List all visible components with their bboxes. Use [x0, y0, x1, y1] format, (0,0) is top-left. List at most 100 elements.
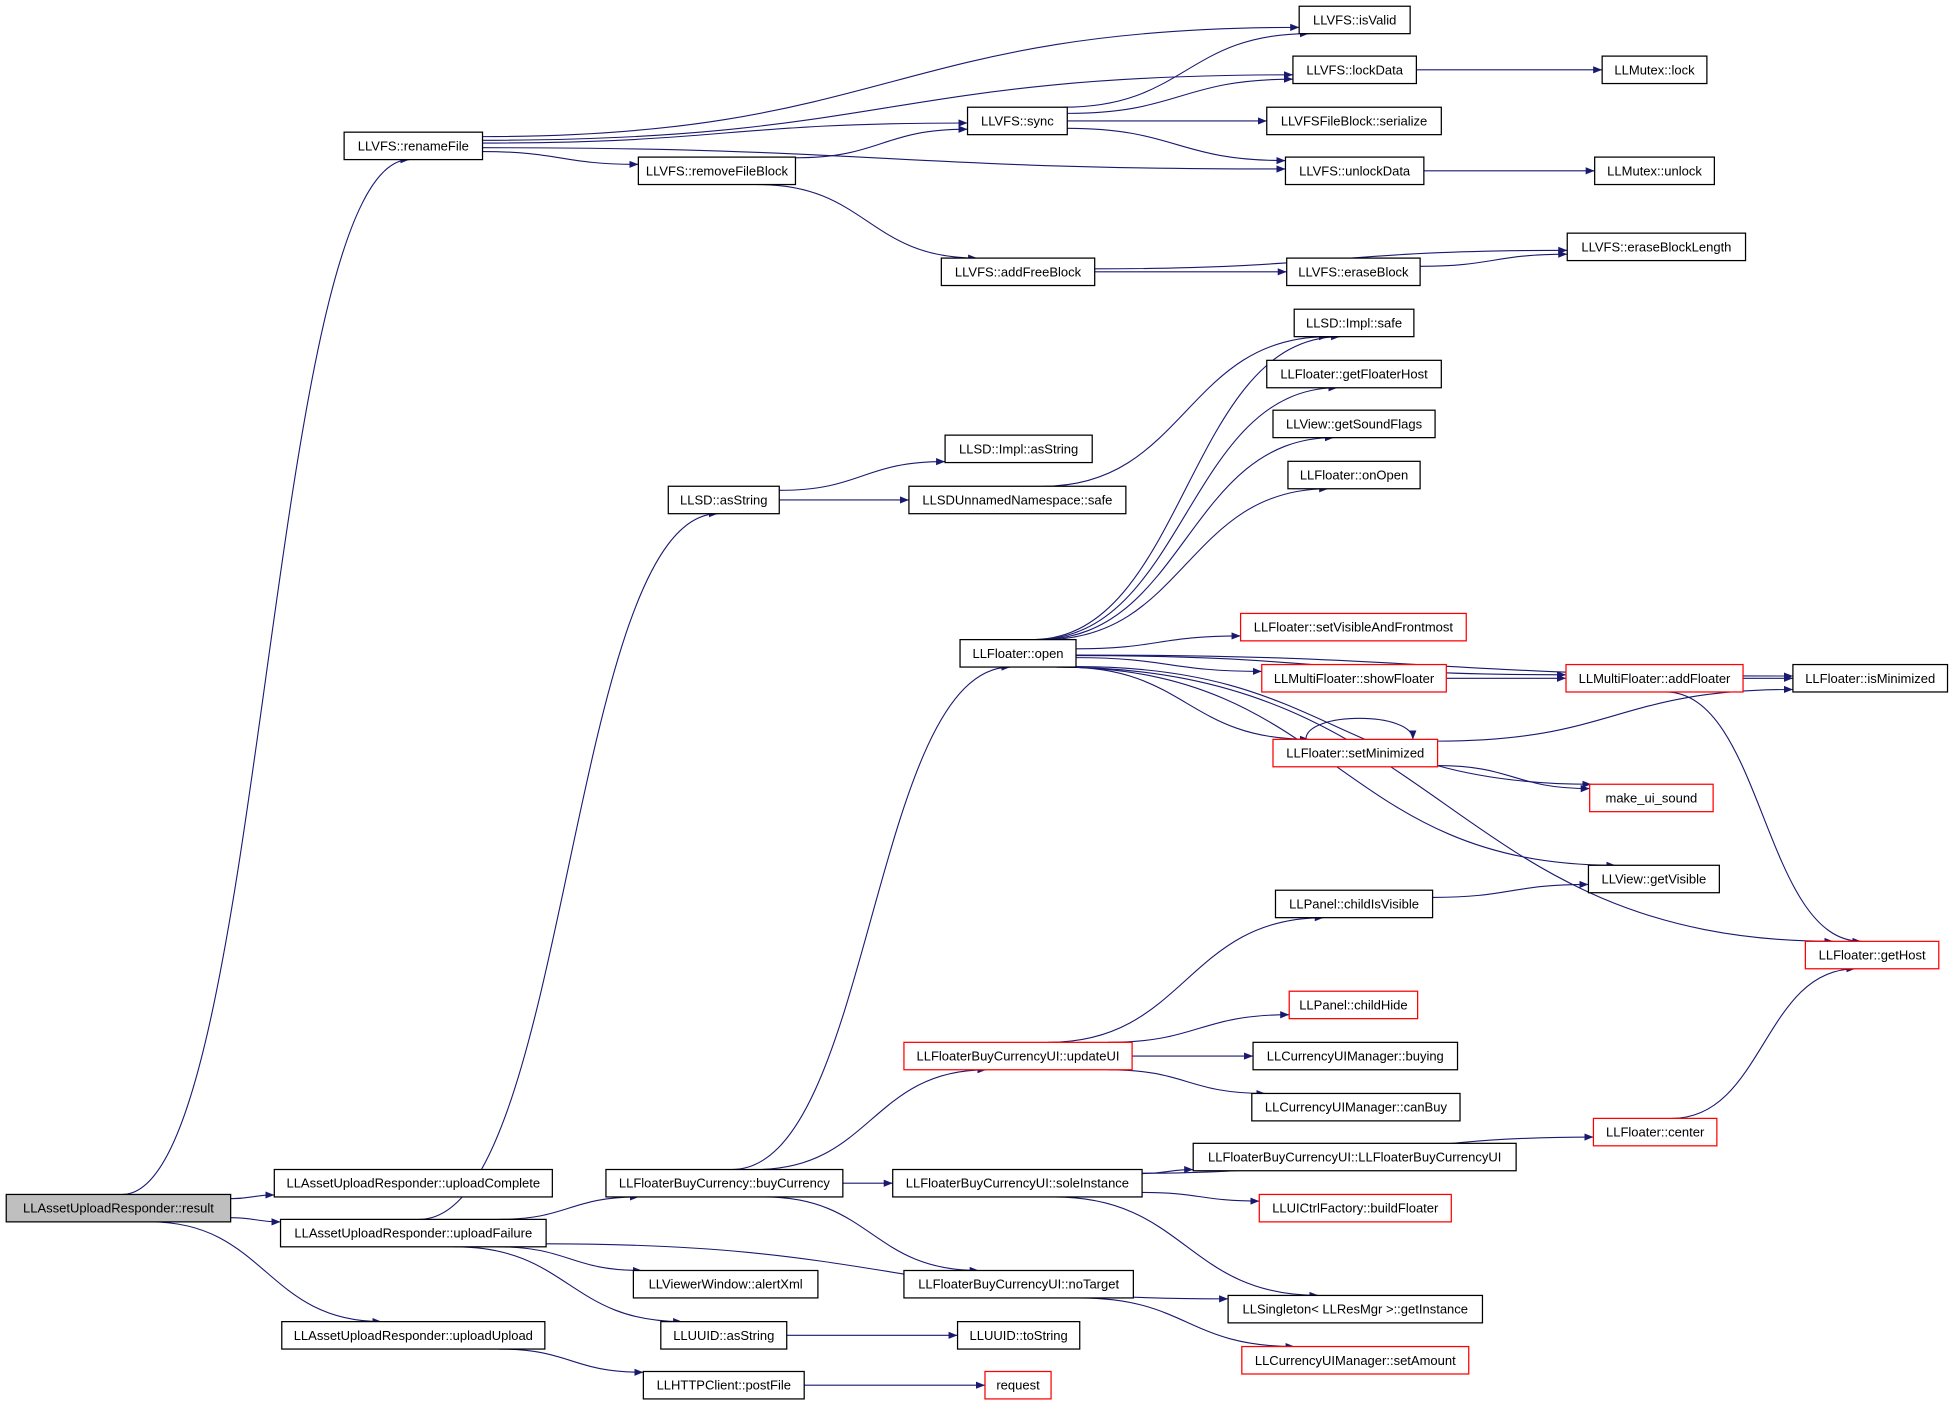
node-n6[interactable]: LLVFSFileBlock::serialize: [1266, 106, 1442, 136]
node-n47[interactable]: LLCurrencyUIManager::setAmount: [1241, 1345, 1470, 1375]
node-n41[interactable]: LLViewerWindow::alertXml: [632, 1269, 819, 1299]
node-n36[interactable]: LLAssetUploadResponder::uploadComplete: [273, 1168, 553, 1198]
node-n19[interactable]: LLSDUnnamedNamespace::safe: [908, 485, 1127, 515]
node-box[interactable]: [1594, 156, 1715, 186]
node-n0[interactable]: LLAssetUploadResponder::result: [5, 1193, 232, 1223]
node-box[interactable]: [903, 1041, 1133, 1071]
node-box[interactable]: [959, 638, 1077, 668]
node-box[interactable]: [637, 156, 797, 186]
node-n38[interactable]: LLFloaterBuyCurrencyUI::soleInstance: [892, 1168, 1143, 1198]
node-n23[interactable]: LLMultiFloater::addFloater: [1565, 663, 1744, 693]
node-n16[interactable]: LLSD::Impl::asString: [944, 434, 1093, 464]
node-box[interactable]: [944, 434, 1093, 464]
node-n25[interactable]: LLFloater::setMinimized: [1272, 738, 1439, 768]
node-box[interactable]: [1601, 55, 1708, 85]
node-box[interactable]: [1804, 940, 1940, 970]
node-n29[interactable]: LLFloater::getHost: [1804, 940, 1940, 970]
node-n11[interactable]: LLVFS::addFreeBlock: [940, 257, 1096, 287]
node-box[interactable]: [1293, 308, 1415, 338]
node-n44[interactable]: LLAssetUploadResponder::uploadUpload: [281, 1320, 546, 1350]
node-n35[interactable]: LLFloaterBuyCurrencyUI::LLFloaterBuyCurr…: [1192, 1142, 1517, 1172]
node-box[interactable]: [1241, 1345, 1470, 1375]
node-box[interactable]: [273, 1168, 553, 1198]
node-box[interactable]: [1258, 1193, 1452, 1223]
node-n31[interactable]: LLFloaterBuyCurrencyUI::updateUI: [903, 1041, 1133, 1071]
node-box[interactable]: [1192, 1142, 1517, 1172]
node-n42[interactable]: LLFloaterBuyCurrencyUI::noTarget: [903, 1269, 1134, 1299]
node-box[interactable]: [984, 1370, 1052, 1400]
node-n40[interactable]: LLAssetUploadResponder::uploadFailure: [279, 1218, 547, 1248]
node-n28[interactable]: LLPanel::childIsVisible: [1274, 889, 1434, 919]
node-box[interactable]: [667, 485, 780, 515]
node-box[interactable]: [1266, 106, 1442, 136]
node-n2[interactable]: LLVFS::isValid: [1298, 5, 1411, 35]
node-n22[interactable]: LLMultiFloater::showFloater: [1261, 663, 1447, 693]
node-n17[interactable]: LLFloater::onOpen: [1287, 460, 1421, 490]
node-box[interactable]: [940, 257, 1096, 287]
node-box[interactable]: [1274, 889, 1434, 919]
node-box[interactable]: [1272, 738, 1439, 768]
node-box[interactable]: [632, 1269, 819, 1299]
node-box[interactable]: [605, 1168, 844, 1198]
node-n30[interactable]: LLPanel::childHide: [1288, 990, 1419, 1020]
node-n5[interactable]: LLVFS::sync: [966, 106, 1068, 136]
node-n21[interactable]: LLFloater::open: [959, 638, 1077, 668]
node-box[interactable]: [1792, 663, 1949, 693]
node-n13[interactable]: LLSD::Impl::safe: [1293, 308, 1415, 338]
node-box[interactable]: [1587, 864, 1720, 894]
node-box[interactable]: [1589, 783, 1714, 813]
node-n27[interactable]: LLView::getVisible: [1587, 864, 1720, 894]
node-box[interactable]: [1251, 1092, 1461, 1122]
node-box[interactable]: [642, 1370, 805, 1400]
node-box[interactable]: [1272, 409, 1436, 439]
node-box[interactable]: [1239, 612, 1467, 642]
node-n32[interactable]: LLCurrencyUIManager::buying: [1252, 1041, 1459, 1071]
node-n3[interactable]: LLVFS::lockData: [1292, 55, 1418, 85]
node-box[interactable]: [660, 1320, 788, 1350]
node-n15[interactable]: LLView::getSoundFlags: [1272, 409, 1436, 439]
node-box[interactable]: [1286, 257, 1421, 287]
node-n45[interactable]: LLUUID::asString: [660, 1320, 788, 1350]
node-n4[interactable]: LLMutex::lock: [1601, 55, 1708, 85]
node-box[interactable]: [343, 131, 484, 161]
node-n26[interactable]: make_ui_sound: [1589, 783, 1714, 813]
node-n7[interactable]: LLVFS::removeFileBlock: [637, 156, 797, 186]
node-box[interactable]: [1298, 5, 1411, 35]
node-n8[interactable]: LLVFS::unlockData: [1284, 156, 1425, 186]
node-box[interactable]: [1565, 663, 1744, 693]
node-n33[interactable]: LLCurrencyUIManager::canBuy: [1251, 1092, 1461, 1122]
node-box[interactable]: [1227, 1294, 1484, 1324]
node-box[interactable]: [956, 1320, 1081, 1350]
node-box[interactable]: [966, 106, 1068, 136]
node-n24[interactable]: LLFloater::isMinimized: [1792, 663, 1949, 693]
node-box[interactable]: [1288, 990, 1419, 1020]
node-box[interactable]: [1284, 156, 1425, 186]
node-n18[interactable]: LLSD::asString: [667, 485, 780, 515]
node-box[interactable]: [1287, 460, 1421, 490]
node-n10[interactable]: LLVFS::eraseBlockLength: [1566, 232, 1747, 262]
node-box[interactable]: [1266, 359, 1442, 389]
node-n49[interactable]: request: [984, 1370, 1052, 1400]
node-box[interactable]: [892, 1168, 1143, 1198]
node-box[interactable]: [1292, 55, 1418, 85]
node-n34[interactable]: LLFloater::center: [1592, 1117, 1718, 1147]
node-n39[interactable]: LLUICtrlFactory::buildFloater: [1258, 1193, 1452, 1223]
node-n9[interactable]: LLMutex::unlock: [1594, 156, 1715, 186]
node-n14[interactable]: LLFloater::getFloaterHost: [1266, 359, 1442, 389]
node-n48[interactable]: LLHTTPClient::postFile: [642, 1370, 805, 1400]
node-box[interactable]: [1252, 1041, 1459, 1071]
node-n20[interactable]: LLFloater::setVisibleAndFrontmost: [1239, 612, 1467, 642]
node-box[interactable]: [281, 1320, 546, 1350]
node-box[interactable]: [1566, 232, 1747, 262]
node-box[interactable]: [5, 1193, 232, 1223]
node-n37[interactable]: LLFloaterBuyCurrency::buyCurrency: [605, 1168, 844, 1198]
node-box[interactable]: [279, 1218, 547, 1248]
node-n12[interactable]: LLVFS::eraseBlock: [1286, 257, 1421, 287]
node-box[interactable]: [1261, 663, 1447, 693]
node-n46[interactable]: LLUUID::toString: [956, 1320, 1081, 1350]
node-box[interactable]: [908, 485, 1127, 515]
node-box[interactable]: [903, 1269, 1134, 1299]
node-n43[interactable]: LLSingleton< LLResMgr >::getInstance: [1227, 1294, 1484, 1324]
node-n1[interactable]: LLVFS::renameFile: [343, 131, 484, 161]
node-box[interactable]: [1592, 1117, 1718, 1147]
